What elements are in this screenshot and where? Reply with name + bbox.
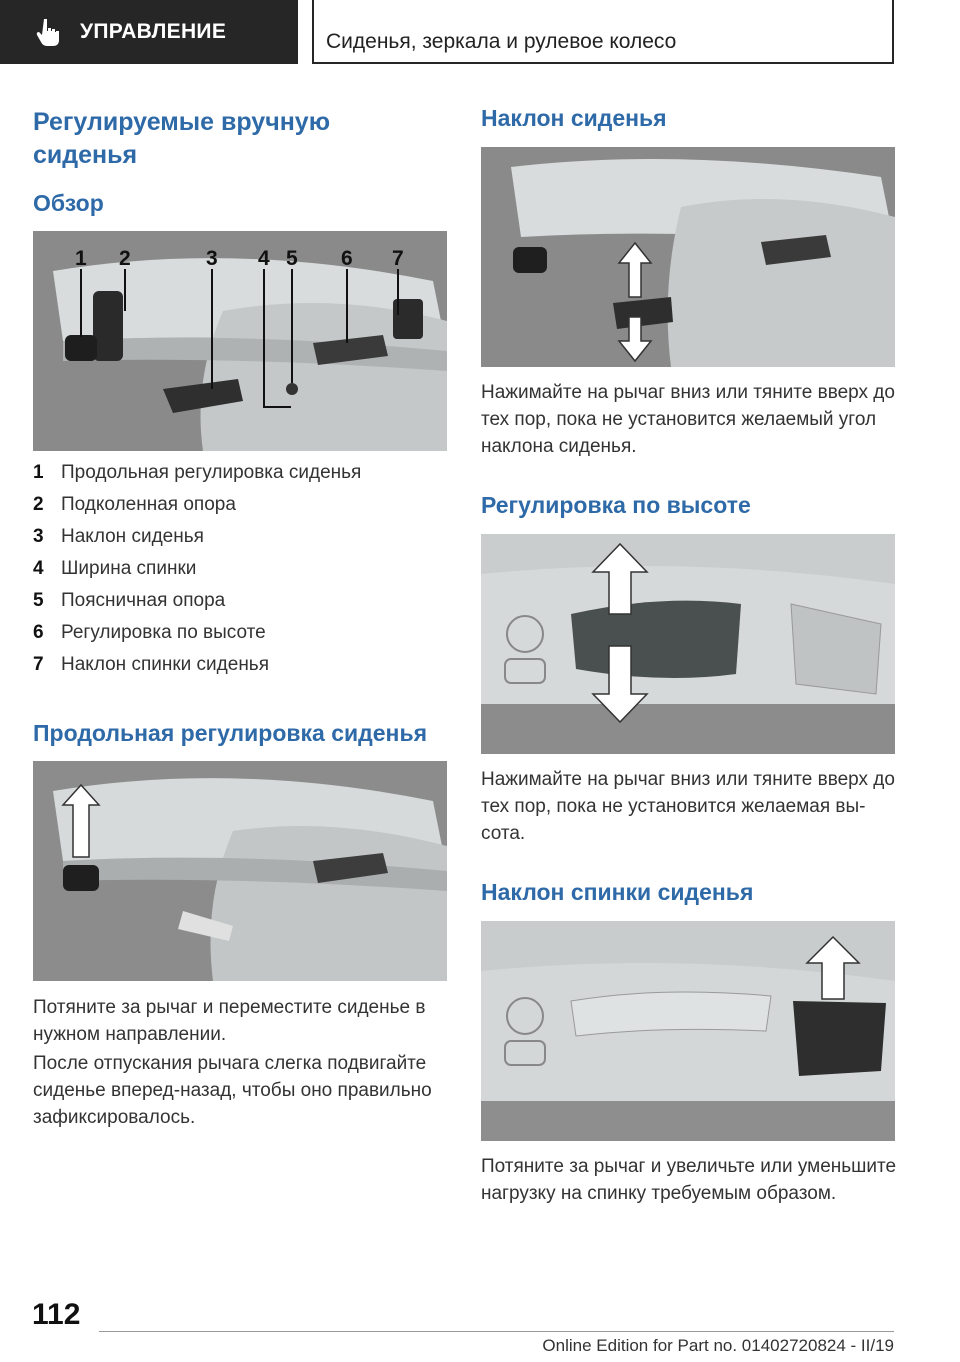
text-line: Нажимайте на рычаг вниз или тяните вверх… <box>481 382 895 403</box>
height-instruction: Нажимайте на рычаг вниз или тяните вверх… <box>481 766 895 847</box>
legend-item: 7 Наклон спинки сиденья <box>33 654 361 686</box>
text-line: сиденье вперед-назад, чтобы оно правильн… <box>33 1080 432 1101</box>
overview-seat-drawing: 1 2 3 4 5 6 7 <box>33 231 447 451</box>
callout-1: 1 <box>75 247 87 270</box>
legend-number: 7 <box>33 654 44 675</box>
legend-number: 2 <box>33 494 44 515</box>
text-line: тех пор, пока не установится желаемый уг… <box>481 409 877 430</box>
legend-item: 2 Подколенная опора <box>33 494 361 526</box>
legend-item: 5 Поясничная опора <box>33 590 361 622</box>
text-line: сота. <box>481 823 526 844</box>
callout-6: 6 <box>341 247 353 270</box>
legend-item: 3 Наклон сиденья <box>33 526 361 558</box>
text-line: Потяните за рычаг и увеличьте или уменьш… <box>481 1156 897 1177</box>
overview-legend: 1 Продольная регулировка сиденья 2 Подколе… <box>33 462 361 686</box>
longitudinal-seat-drawing <box>33 761 447 981</box>
hand-pointer-icon <box>36 19 59 46</box>
text-line: зафиксировалось. <box>33 1107 196 1128</box>
legend-number: 5 <box>33 590 44 611</box>
callout-2: 2 <box>119 247 131 270</box>
legend-number: 3 <box>33 526 44 547</box>
page-number: 112 <box>32 1298 81 1331</box>
tilt-seat-drawing <box>481 147 895 367</box>
arrow-down-icon <box>591 645 649 724</box>
text-line: После отпускания рычага слегка подвигайт… <box>33 1053 427 1074</box>
backrest-instruction: Потяните за рычаг и увеличьте или уменьш… <box>481 1153 896 1207</box>
chapter-header: Сиденья, зеркала и рулевое колесо <box>312 0 894 64</box>
edition-text: Online Edition for Part no. 01402720824 … <box>542 1336 894 1355</box>
arrow-up-icon <box>617 241 653 298</box>
text-line: наклона сиденья. <box>481 436 637 457</box>
legend-number: 4 <box>33 558 44 579</box>
height-heading: Регулировка по высоте <box>481 492 751 518</box>
callout-5: 5 <box>286 247 298 270</box>
tilt-heading: Наклон сиденья <box>481 105 667 131</box>
height-seat-drawing <box>481 534 895 754</box>
overview-seat-figure: 1 2 3 4 5 6 7 <box>33 231 447 451</box>
backrest-seat-drawing <box>481 921 895 1141</box>
legend-text: Наклон сиденья <box>61 526 204 547</box>
tilt-instruction: Нажимайте на рычаг вниз или тяните вверх… <box>481 379 895 460</box>
arrow-down-icon <box>617 316 653 363</box>
page-title-line-1: Регулируемые вручную <box>33 108 331 136</box>
longitudinal-heading: Продольная регулировка сиденья <box>33 720 428 746</box>
text-line: нужном направлении. <box>33 1024 227 1045</box>
backrest-seat-figure <box>481 921 895 1141</box>
arrow-up-icon <box>805 935 861 1000</box>
legend-text: Регулировка по высоте <box>61 622 266 643</box>
overview-heading: Обзор <box>33 190 104 216</box>
text-line: Нажимайте на рычаг вниз или тяните вверх… <box>481 769 895 790</box>
legend-text: Поясничная опора <box>61 590 226 611</box>
height-seat-figure <box>481 534 895 754</box>
longitudinal-instruction-2: После отпускания рычага слегка подвигайт… <box>33 1050 432 1131</box>
page-title-line-2: сиденья <box>33 141 138 169</box>
section-tab[interactable]: УПРАВЛЕНИЕ <box>0 0 298 64</box>
legend-item: 6 Регулировка по высоте <box>33 622 361 654</box>
footer-divider <box>99 1331 894 1332</box>
legend-item: 4 Ширина спинки <box>33 558 361 590</box>
text-line: Потяните за рычаг и переместите сиденье … <box>33 997 426 1018</box>
legend-text: Продольная регулировка сиденья <box>61 462 362 483</box>
section-tab-label: УПРАВЛЕНИЕ <box>80 20 227 43</box>
callout-3: 3 <box>206 247 218 270</box>
text-line: нагрузку на спинку требуемым образом. <box>481 1183 837 1204</box>
page-title: Регулируемые вручную сиденья <box>33 106 330 172</box>
longitudinal-instruction-1: Потяните за рычаг и переместите сиденье … <box>33 994 425 1048</box>
callout-4: 4 <box>258 247 270 270</box>
tilt-seat-figure <box>481 147 895 367</box>
legend-text: Наклон спинки сиденья <box>61 654 269 675</box>
arrow-up-icon <box>61 783 101 858</box>
text-line: тех пор, пока не установится желаемая вы… <box>481 796 866 817</box>
arrow-up-icon <box>591 542 649 615</box>
legend-number: 6 <box>33 622 44 643</box>
backrest-heading: Наклон спинки сиденья <box>481 879 754 905</box>
chapter-title: Сиденья, зеркала и рулевое колесо <box>326 30 677 53</box>
callout-7: 7 <box>392 247 404 270</box>
legend-number: 1 <box>33 462 44 483</box>
legend-item: 1 Продольная регулировка сиденья <box>33 462 361 494</box>
legend-text: Подколенная опора <box>61 494 236 515</box>
longitudinal-seat-figure <box>33 761 447 981</box>
legend-text: Ширина спинки <box>61 558 197 579</box>
